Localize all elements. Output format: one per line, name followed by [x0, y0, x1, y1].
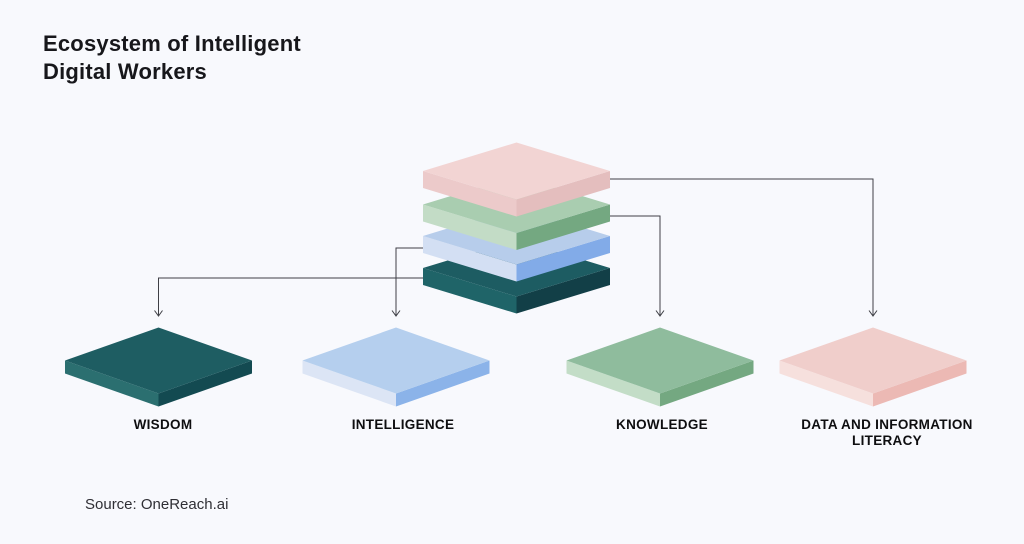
stack-layer-data-literacy-top-face [423, 142, 610, 200]
pillar-slab-wisdom-top-face [65, 327, 252, 394]
connector-wisdom [154, 277, 430, 317]
stack-layer-data-literacy-right-face [516, 171, 610, 217]
pillar-slab-intelligence-top-face [302, 327, 490, 394]
stack-layer-data-literacy [423, 142, 610, 217]
pillar-slab-intelligence-right-face [396, 360, 490, 407]
pillar-label-intelligence: INTELLIGENCE [351, 417, 455, 432]
pillar-slab-intelligence-left-face [302, 360, 396, 407]
pillar-slab-knowledge [566, 327, 754, 407]
source-attribution-text: Source: OneReach.ai [85, 496, 229, 513]
stack-layer-knowledge-left-face [423, 204, 517, 250]
page-title-line1: Ecosystem of Intelligent [43, 31, 301, 56]
stack-layer-data-literacy-left-face [423, 171, 517, 217]
stack-layer-intelligence-left-face [423, 236, 517, 282]
stack-layer-intelligence-right-face [516, 236, 610, 282]
source-attribution: Source: OneReach.ai [85, 496, 228, 513]
pillar-label-wisdom: WISDOM [133, 417, 193, 432]
stack-layer-wisdom-left-face [423, 268, 517, 314]
pillar-slab-intelligence [302, 327, 490, 407]
pillar-slab-data-literacy-right-face [873, 360, 967, 407]
pillar-slab-data-literacy [779, 327, 967, 407]
connector-data-literacy [605, 178, 878, 317]
stack-layer-knowledge-right-face [516, 204, 610, 250]
page-title-line2: Digital Workers [43, 59, 207, 84]
pillar-slab-wisdom-right-face [158, 360, 252, 407]
connector-intelligence [391, 247, 430, 317]
connector-knowledge [605, 215, 665, 317]
stack-layer-wisdom-right-face [516, 268, 610, 314]
pillar-slab-wisdom-left-face [65, 360, 159, 407]
pillar-slab-data-literacy-left-face [779, 360, 873, 407]
pillar-label-knowledge: KNOWLEDGE [616, 417, 708, 432]
pillar-slab-knowledge-top-face [566, 327, 754, 394]
pillar-slab-knowledge-left-face [566, 360, 660, 407]
pillar-slab-data-literacy-top-face [779, 327, 967, 394]
pillar-slab-wisdom [65, 327, 252, 407]
pillar-label-data-literacy: DATA AND INFORMATION LITERACY [801, 417, 973, 448]
pillar-slab-knowledge-right-face [660, 360, 754, 407]
